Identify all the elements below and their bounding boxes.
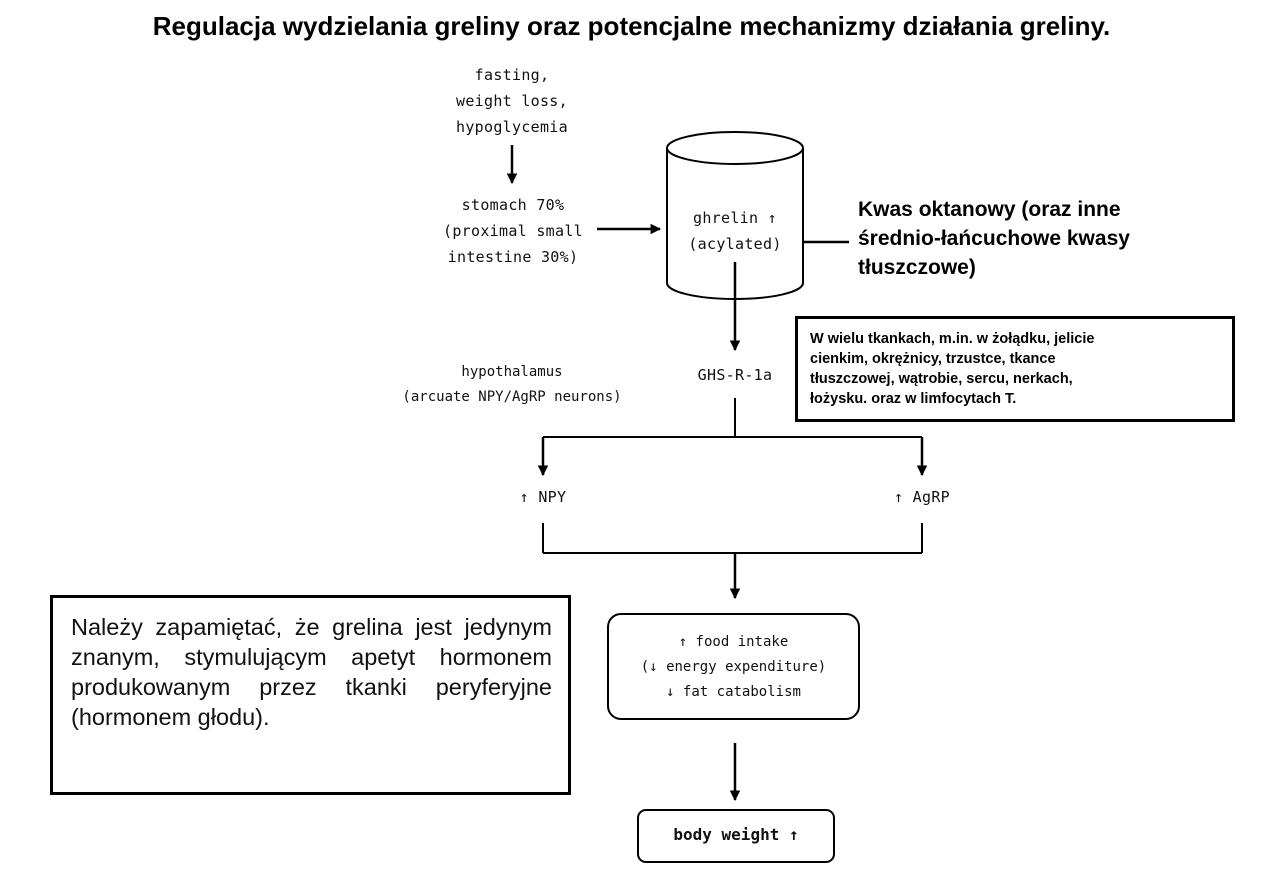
tissue-distribution-text: W wielu tkankach, m.in. w żołądku, jelic…	[810, 331, 1095, 407]
hunger-hormone-note-box: Należy zapamiętać, że grelina jest jedyn…	[50, 595, 571, 795]
sources-label: stomach 70% (proximal small intestine 30…	[443, 196, 583, 266]
hypothalamus-label: hypothalamus (arcuate NPY/AgRP neurons)	[402, 364, 622, 405]
npy-label: ↑ NPY	[519, 488, 567, 506]
effects-box	[607, 613, 860, 720]
body-weight-text: body weight ↑	[673, 825, 799, 844]
body-weight-box	[637, 809, 835, 863]
diagram-title: Regulacja wydzielania greliny oraz poten…	[152, 11, 1111, 41]
receptor-label: GHS-R-1a	[697, 366, 773, 384]
acylated-label: (acylated)	[688, 235, 782, 253]
effects-text: ↑ food intake (↓ energy expenditure) ↓ f…	[640, 634, 827, 700]
fatty-acids-label: Kwas oktanowy (oraz inne średnio-łańcuch…	[858, 198, 1130, 279]
hunger-hormone-note-text: Należy zapamiętać, że grelina jest jedyn…	[71, 614, 552, 730]
ghrelin-label: ghrelin ↑	[693, 209, 777, 227]
tissue-distribution-box: W wielu tkankach, m.in. w żołądku, jelic…	[795, 316, 1235, 422]
triggers-label: fasting, weight loss, hypoglycemia	[456, 66, 568, 136]
agrp-label: ↑ AgRP	[894, 488, 950, 506]
